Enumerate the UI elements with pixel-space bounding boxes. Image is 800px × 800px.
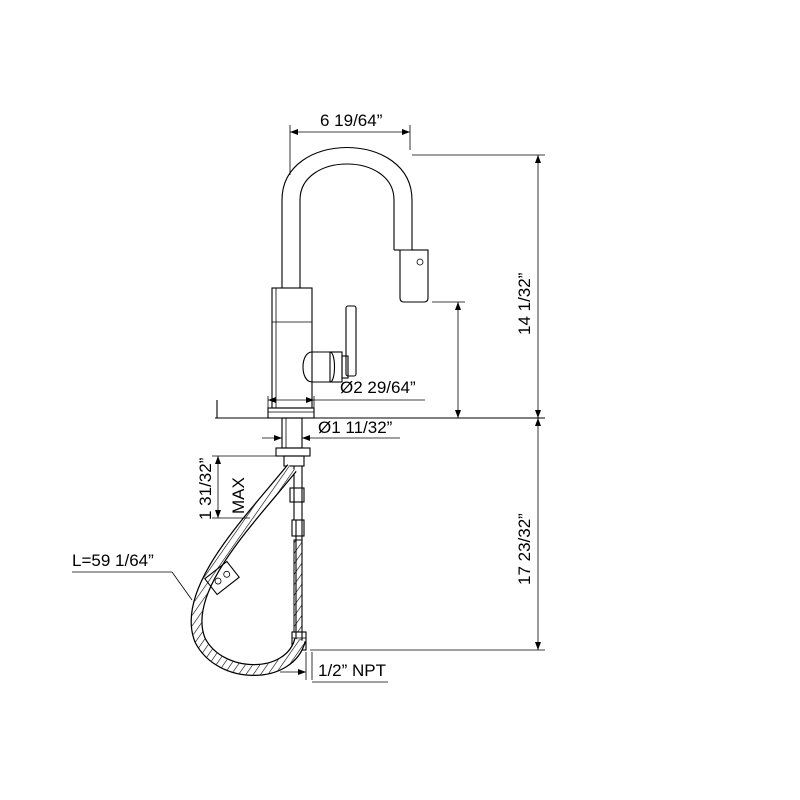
dim-total-height: 14 1/32” [412,154,545,418]
spout-inner [299,163,395,288]
shank-diameter-label: Ø1 11/32” [318,418,393,437]
below-deck-assembly [190,417,311,676]
dim-spout-reach: 6 19/64” [289,111,411,175]
dim-shank-diameter: Ø1 11/32” [262,418,400,441]
spout-reach-label: 6 19/64” [320,111,383,130]
dim-below-deck-length: 17 23/32” [310,418,545,651]
dim-connection: 1/2” NPT [280,652,388,683]
lever-handle [345,305,357,377]
dim-base-diameter: Ø2 29/64” [267,378,425,408]
dim-spray-height [432,301,465,418]
connection-label: 1/2” NPT [318,661,386,680]
dim-hose-length: L=59 1/64” [72,551,193,601]
dim-deck-thickness: 1 31/32” MAX [196,455,280,520]
deck-thickness-label: 1 31/32” [196,457,215,520]
supply-braid [293,539,303,633]
spray-head [399,249,429,303]
faucet-body [271,287,313,409]
total-height-label: 14 1/32” [515,272,534,335]
deck-thickness-note: MAX [229,477,248,514]
mounting-shank [281,417,303,449]
spray-button-icon [416,258,424,266]
hose-weight [204,560,240,596]
base-flange [267,407,315,419]
hose-length-label: L=59 1/64” [72,551,154,570]
below-deck-length-label: 17 23/32” [515,513,534,585]
spout-outer [281,147,413,288]
faucet-outline [267,147,429,419]
mounting-nut [275,447,311,457]
base-diameter-label: Ø2 29/64” [340,378,416,397]
